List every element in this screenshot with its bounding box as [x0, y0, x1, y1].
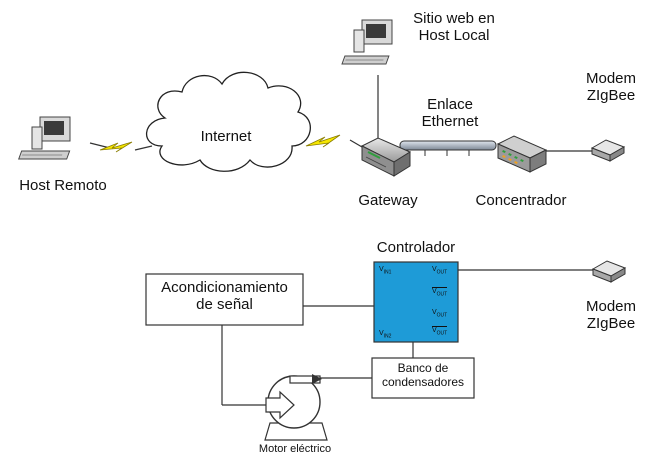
modem-bottom-line1: Modem [585, 298, 637, 315]
acondicionamiento-label: Acondicionamiento de señal [146, 279, 303, 314]
pin-vout1-v: V [432, 266, 437, 273]
computer-icon [18, 116, 71, 160]
sitio-web-line1: Sitio web en [413, 10, 495, 27]
modem-icon [590, 139, 626, 162]
modem-top-line2: ZIgBee [586, 87, 636, 105]
motor-icon [264, 374, 328, 441]
controller-block [373, 261, 459, 343]
pin-vout3-sub: OUT [436, 312, 448, 319]
ethernet-bus [399, 140, 497, 156]
switch-icon [496, 135, 548, 173]
router-icon [360, 137, 412, 177]
modem-top-label: Modem ZIgBee [578, 70, 644, 105]
pin-vin1-v: V [379, 266, 384, 273]
pin-vout2-sub: OUT [436, 291, 448, 298]
sitio-web-line2: Host Local [418, 27, 490, 45]
enlace-line2: Ethernet [421, 113, 479, 131]
link-remote-internet [134, 145, 153, 151]
computer-icon [341, 19, 393, 65]
acondicionamiento-box [145, 273, 304, 326]
pin-vout4-sub: OUT [436, 330, 448, 337]
modem-top-line1: Modem [585, 70, 637, 87]
pin-vin2-v: V [379, 330, 384, 337]
sitio-web-label: Sitio web en Host Local [404, 10, 504, 45]
acond-line2: de señal [196, 296, 253, 314]
controlador-label: Controlador [376, 239, 456, 256]
pin-vout3-v: V [432, 309, 437, 316]
pin-vout4-v: V [432, 327, 437, 334]
pin-vout3: VOUT [432, 309, 447, 319]
banco-line2: condensadores [381, 374, 465, 389]
pin-vin2: VIN2 [379, 330, 391, 340]
cloud-icon [145, 71, 311, 172]
banco-label: Banco de condensadores [372, 361, 474, 390]
pin-vout2: VOUT [432, 287, 448, 298]
lightning-icon [99, 141, 133, 153]
internet-label: Internet [200, 128, 252, 145]
acond-line1: Acondicionamiento [161, 279, 288, 296]
pin-vout2-v: V [432, 288, 437, 295]
enlace-line1: Enlace [427, 96, 473, 113]
banco-line1: Banco de [397, 361, 449, 375]
enlace-ethernet-label: Enlace Ethernet [410, 96, 490, 131]
modem-bottom-label: Modem ZIgBee [578, 298, 644, 333]
banco-box [371, 357, 475, 399]
modem-bottom-line2: ZIgBee [586, 315, 636, 333]
motor-label: Motor eléctrico [258, 443, 332, 455]
lightning-icon [305, 134, 341, 148]
pin-vin1-sub: IN1 [383, 269, 392, 276]
host-remoto-label: Host Remoto [19, 177, 107, 194]
modem-icon [591, 260, 627, 283]
concentrador-label: Concentrador [475, 192, 567, 209]
gateway-label: Gateway [358, 192, 418, 209]
connection-lines-bottom [221, 269, 593, 406]
pin-vout1-sub: OUT [436, 269, 448, 276]
pin-vout4: VOUT [432, 326, 448, 337]
pin-vin2-sub: IN2 [383, 333, 392, 340]
link-internet-gateway [349, 139, 363, 148]
pin-vout1: VOUT [432, 266, 447, 276]
pin-vin1: VIN1 [379, 266, 391, 276]
